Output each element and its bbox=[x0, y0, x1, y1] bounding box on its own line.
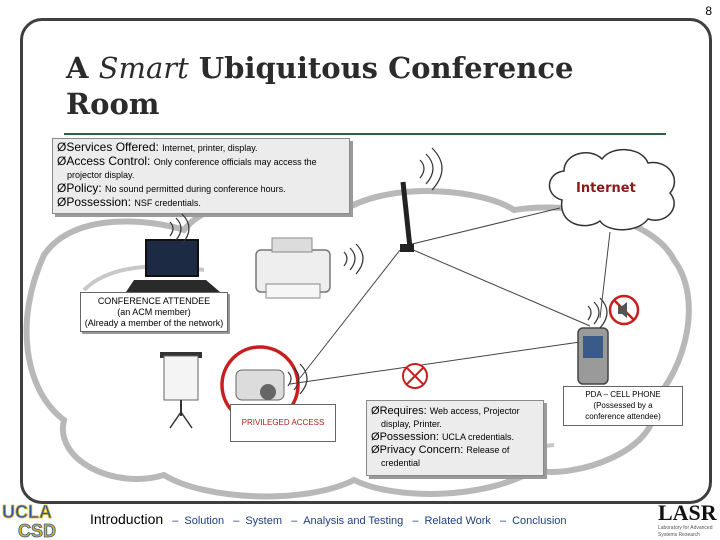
pda-line2: (Possessed by a bbox=[564, 400, 682, 411]
footer-separator: – bbox=[285, 515, 303, 527]
requires-box: ØRequires: Web access, Projector display… bbox=[366, 400, 544, 476]
link-pda-projector bbox=[290, 342, 580, 384]
antenna-icon bbox=[400, 148, 442, 252]
footer-separator: – bbox=[494, 515, 512, 527]
link-antenna-pda bbox=[404, 246, 590, 326]
footer-separator: – bbox=[166, 515, 184, 527]
bullet: Ø bbox=[371, 405, 380, 417]
privacy-label: Privacy Concern: bbox=[380, 444, 467, 456]
privileged-access-label: PRIVILEGED ACCESS bbox=[230, 404, 336, 442]
attendee-line3: (Already a member of the network) bbox=[81, 318, 227, 329]
pda-label-box: PDA – CELL PHONE (Possessed by a confere… bbox=[563, 386, 683, 426]
link-antenna-internet bbox=[404, 208, 560, 246]
bullet: Ø bbox=[371, 431, 380, 443]
requires-value-2: display, Printer. bbox=[371, 418, 539, 431]
printer-icon bbox=[256, 238, 363, 298]
no-sound-icon bbox=[610, 296, 638, 324]
footer-item[interactable]: Conclusion bbox=[512, 515, 566, 527]
lasr-logo-text: LASR bbox=[658, 500, 718, 525]
footer-item[interactable]: Related Work bbox=[424, 515, 490, 527]
lasr-logo: LASR Laboratory for Advanced Systems Res… bbox=[654, 496, 720, 540]
footer-separator: – bbox=[227, 515, 245, 527]
pda-line1: PDA – CELL PHONE bbox=[564, 389, 682, 400]
ucla-csd-logo: UCLA CSD bbox=[0, 500, 72, 540]
pda-phone-icon bbox=[578, 298, 608, 384]
privacy-value: Release of bbox=[466, 445, 509, 455]
requires-value: Web access, Projector bbox=[430, 406, 520, 416]
bullet: Ø bbox=[371, 444, 380, 456]
footer-current[interactable]: Introduction bbox=[90, 511, 163, 527]
footer-nav: Introduction –Solution –System –Analysis… bbox=[90, 511, 567, 527]
footer-separator: – bbox=[406, 515, 424, 527]
attendee-line1: CONFERENCE ATTENDEE bbox=[81, 296, 227, 307]
privacy-value-2: credential bbox=[371, 457, 539, 470]
pda-line3: conference attendee) bbox=[564, 411, 682, 422]
possession-value: UCLA credentials. bbox=[442, 432, 514, 442]
footer-item[interactable]: Analysis and Testing bbox=[303, 515, 403, 527]
footer-item[interactable]: System bbox=[245, 515, 282, 527]
attendee-line2: (an ACM member) bbox=[81, 307, 227, 318]
footer-item[interactable]: Solution bbox=[184, 515, 224, 527]
possession-label: Possession: bbox=[380, 431, 442, 443]
lasr-logo-sub2: Systems Research bbox=[658, 532, 700, 538]
csd-logo-text: CSD bbox=[18, 521, 56, 540]
lasr-logo-sub1: Laboratory for Advanced bbox=[658, 525, 713, 531]
attendee-label-box: CONFERENCE ATTENDEE (an ACM member) (Alr… bbox=[80, 292, 228, 332]
ucla-logo-text: UCLA bbox=[2, 502, 52, 522]
blocked-signal-icon bbox=[403, 364, 427, 388]
projector-screen-icon bbox=[160, 352, 202, 428]
requires-label: Requires: bbox=[380, 405, 430, 417]
laptop-icon bbox=[126, 214, 220, 292]
